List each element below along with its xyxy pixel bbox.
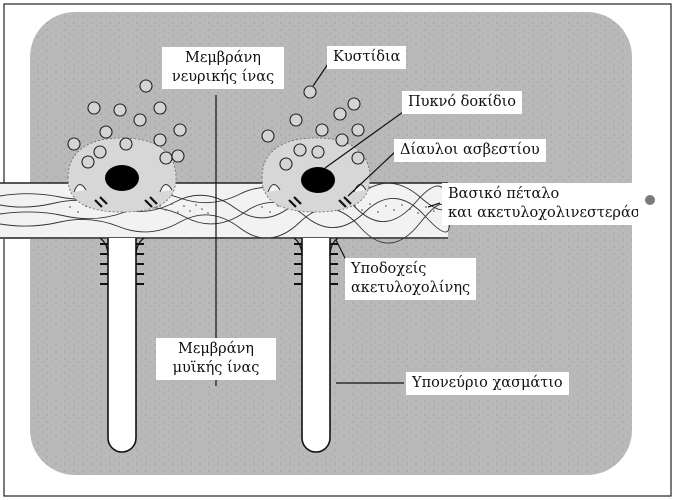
- junctional-fold-left: [108, 238, 136, 452]
- membrane-band: [0, 183, 448, 239]
- label-vesicles: Κυστίδια: [327, 46, 406, 69]
- label-dense-bar: Πυκνό δοκίδιο: [402, 91, 522, 114]
- label-nerve-membrane: Μεμβράνη νευρικής ίνας: [162, 47, 284, 89]
- label-nerve-membrane-line2: νευρικής ίνας: [168, 68, 278, 87]
- label-muscle-membrane-line2: μυϊκής ίνας: [162, 359, 270, 378]
- label-muscle-membrane-line1: Μεμβράνη: [162, 340, 270, 359]
- label-nerve-membrane-line1: Μεμβράνη: [168, 49, 278, 68]
- dense-bar-right: [301, 167, 335, 193]
- label-muscle-membrane: Μεμβράνη μυϊκής ίνας: [156, 338, 276, 380]
- marker-dot: [645, 195, 655, 205]
- label-ach-receptors: Υποδοχείς ακετυλοχολίνης: [345, 258, 476, 300]
- junctional-fold-right: [302, 238, 330, 452]
- label-calcium-channels-text: Δίαυλοι ασβεστίου: [400, 142, 540, 158]
- label-basal-lamina-line2: και ακετυλοχολινεστεράση: [448, 204, 638, 223]
- label-dense-bar-text: Πυκνό δοκίδιο: [408, 94, 516, 110]
- label-vesicles-text: Κυστίδια: [333, 49, 400, 65]
- label-ach-receptors-line2: ακετυλοχολίνης: [351, 279, 470, 298]
- label-calcium-channels: Δίαυλοι ασβεστίου: [394, 139, 546, 162]
- label-basal-lamina: Βασικό πέταλο και ακετυλοχολινεστεράση: [442, 183, 638, 225]
- label-subneural-cleft: Υπονεύριο χασμάτιο: [406, 372, 569, 395]
- dense-bar-left: [105, 165, 139, 191]
- label-basal-lamina-line1: Βασικό πέταλο: [448, 185, 638, 204]
- label-ach-receptors-line1: Υποδοχείς: [351, 260, 470, 279]
- label-subneural-cleft-text: Υπονεύριο χασμάτιο: [412, 375, 563, 391]
